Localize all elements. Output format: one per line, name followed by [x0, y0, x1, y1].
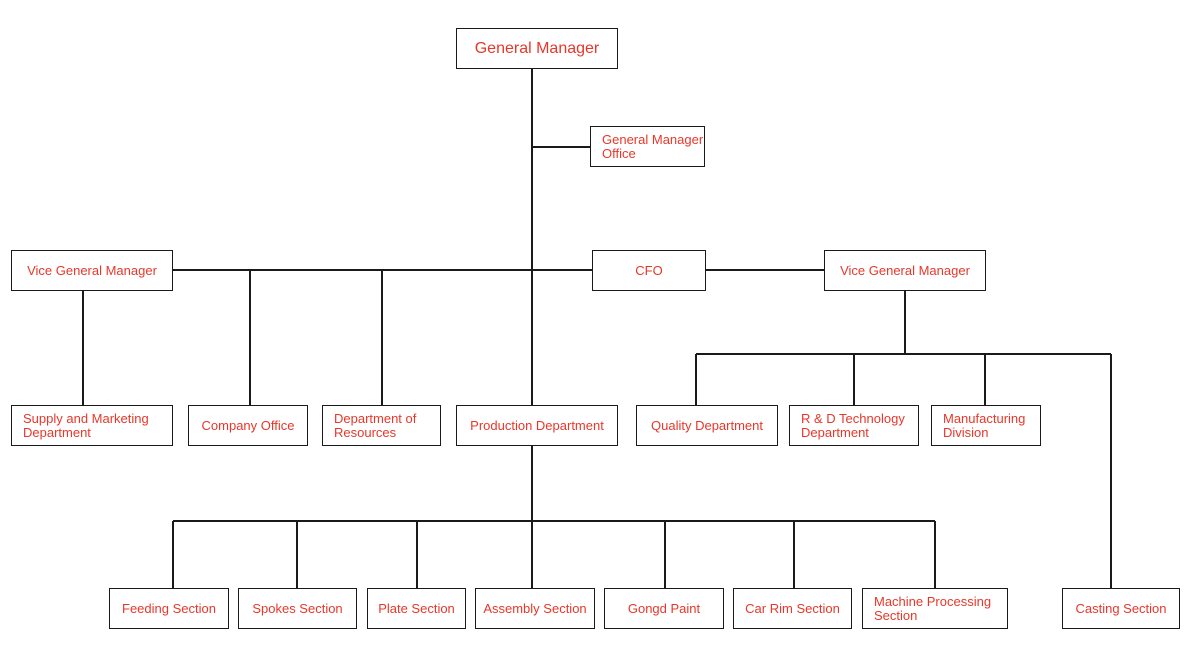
node-vgm-left: Vice General Manager: [11, 250, 173, 291]
node-supply-marketing: Supply and Marketing Department: [11, 405, 173, 446]
node-casting: Casting Section: [1062, 588, 1180, 629]
node-assembly: Assembly Section: [475, 588, 595, 629]
node-manufacturing: Manufacturing Division: [931, 405, 1041, 446]
node-dept-resources: Department of Resources: [322, 405, 441, 446]
node-general-manager: General Manager: [456, 28, 618, 69]
node-plate: Plate Section: [367, 588, 466, 629]
node-production-dept: Production Department: [456, 405, 618, 446]
node-gm-office: General Manager Office: [590, 126, 705, 167]
node-vgm-right: Vice General Manager: [824, 250, 986, 291]
node-feeding: Feeding Section: [109, 588, 229, 629]
node-car-rim: Car Rim Section: [733, 588, 852, 629]
node-gongd-paint: Gongd Paint: [604, 588, 724, 629]
node-spokes: Spokes Section: [238, 588, 357, 629]
node-machine-processing: Machine Processing Section: [862, 588, 1008, 629]
node-company-office: Company Office: [188, 405, 308, 446]
node-cfo: CFO: [592, 250, 706, 291]
node-rd-tech: R & D Technology Department: [789, 405, 919, 446]
node-quality-dept: Quality Department: [636, 405, 778, 446]
